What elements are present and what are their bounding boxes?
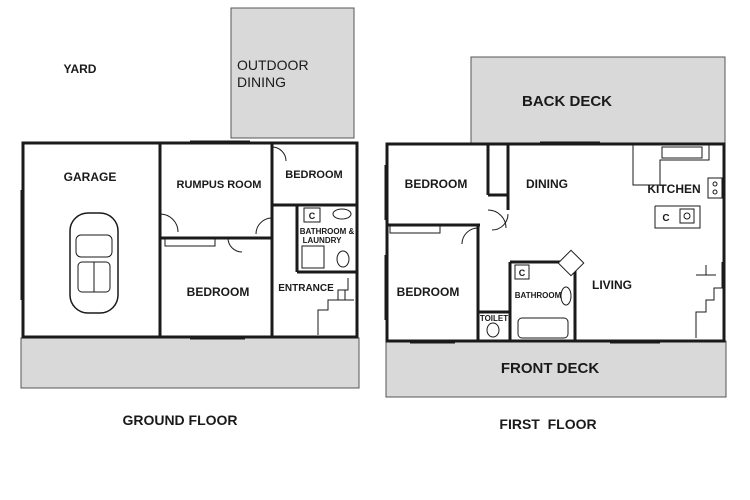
corner-fixture bbox=[557, 249, 585, 277]
door-arc bbox=[227, 237, 243, 253]
ground-bedroom-top-label: BEDROOM bbox=[285, 169, 342, 181]
toilet bbox=[486, 322, 500, 338]
first-floor: BACK DECK BEDROOM DINING KITCHEN C BEDRO… bbox=[384, 56, 727, 432]
rumpus-room-label: RUMPUS ROOM bbox=[177, 179, 262, 191]
kitchen-label: KITCHEN bbox=[647, 182, 700, 196]
entrance-label: ENTRANCE bbox=[278, 283, 334, 294]
sink bbox=[560, 286, 572, 306]
ground-floor-title: GROUND FLOOR bbox=[122, 412, 237, 428]
bathroom-laundry-label-1: BATHROOM & bbox=[300, 227, 355, 236]
door-arc bbox=[255, 217, 273, 235]
wardrobe bbox=[389, 225, 441, 234]
bathroom-label: BATHROOM bbox=[515, 291, 562, 300]
garage-label: GARAGE bbox=[64, 170, 117, 184]
back-deck bbox=[470, 56, 726, 144]
toilet bbox=[336, 250, 350, 268]
ground-outer-wall bbox=[21, 141, 359, 339]
kitchen-counters bbox=[632, 144, 723, 229]
kitchen-closet-label: C bbox=[662, 213, 669, 224]
bathtub bbox=[517, 317, 569, 339]
ground-stairs bbox=[317, 278, 354, 335]
door-arc bbox=[159, 213, 179, 233]
door-arc bbox=[461, 227, 479, 245]
closet-box bbox=[514, 264, 530, 280]
sink bbox=[332, 208, 352, 220]
first-stairs bbox=[695, 262, 723, 338]
bathroom-laundry-label-2: LAUNDRY bbox=[303, 236, 342, 245]
first-bedroom-top-label: BEDROOM bbox=[405, 177, 468, 191]
outdoor-dining-label-1: OUTDOOR bbox=[237, 57, 309, 73]
car-icon bbox=[69, 212, 119, 314]
first-outer-wall bbox=[385, 142, 726, 343]
ground-closet-label: C bbox=[309, 211, 316, 221]
first-floor-title: FIRST FLOOR bbox=[499, 416, 596, 432]
front-deck bbox=[385, 340, 727, 398]
door-arc bbox=[491, 213, 509, 231]
bath-closet-label: C bbox=[519, 268, 526, 278]
ground-front-deck bbox=[20, 337, 360, 389]
ground-bedroom-bottom-label: BEDROOM bbox=[187, 285, 250, 299]
door-arc bbox=[271, 146, 287, 162]
first-bedroom-bottom-label: BEDROOM bbox=[397, 285, 460, 299]
dining-label: DINING bbox=[526, 177, 568, 191]
door-arc bbox=[487, 209, 507, 229]
toilet-label: TOILET bbox=[480, 314, 508, 323]
closet-box bbox=[303, 207, 321, 223]
living-label: LIVING bbox=[592, 278, 632, 292]
ground-floor: YARD OUTDOOR DINING GARAGE RUMPUS ROOM B… bbox=[20, 7, 360, 428]
wardrobe bbox=[164, 238, 216, 247]
outdoor-dining-area bbox=[230, 7, 355, 139]
outdoor-dining-label-2: DINING bbox=[237, 74, 286, 90]
shower bbox=[301, 245, 325, 269]
front-deck-label: FRONT DECK bbox=[501, 360, 599, 377]
back-deck-label: BACK DECK bbox=[522, 93, 612, 110]
yard-label: YARD bbox=[64, 62, 97, 76]
